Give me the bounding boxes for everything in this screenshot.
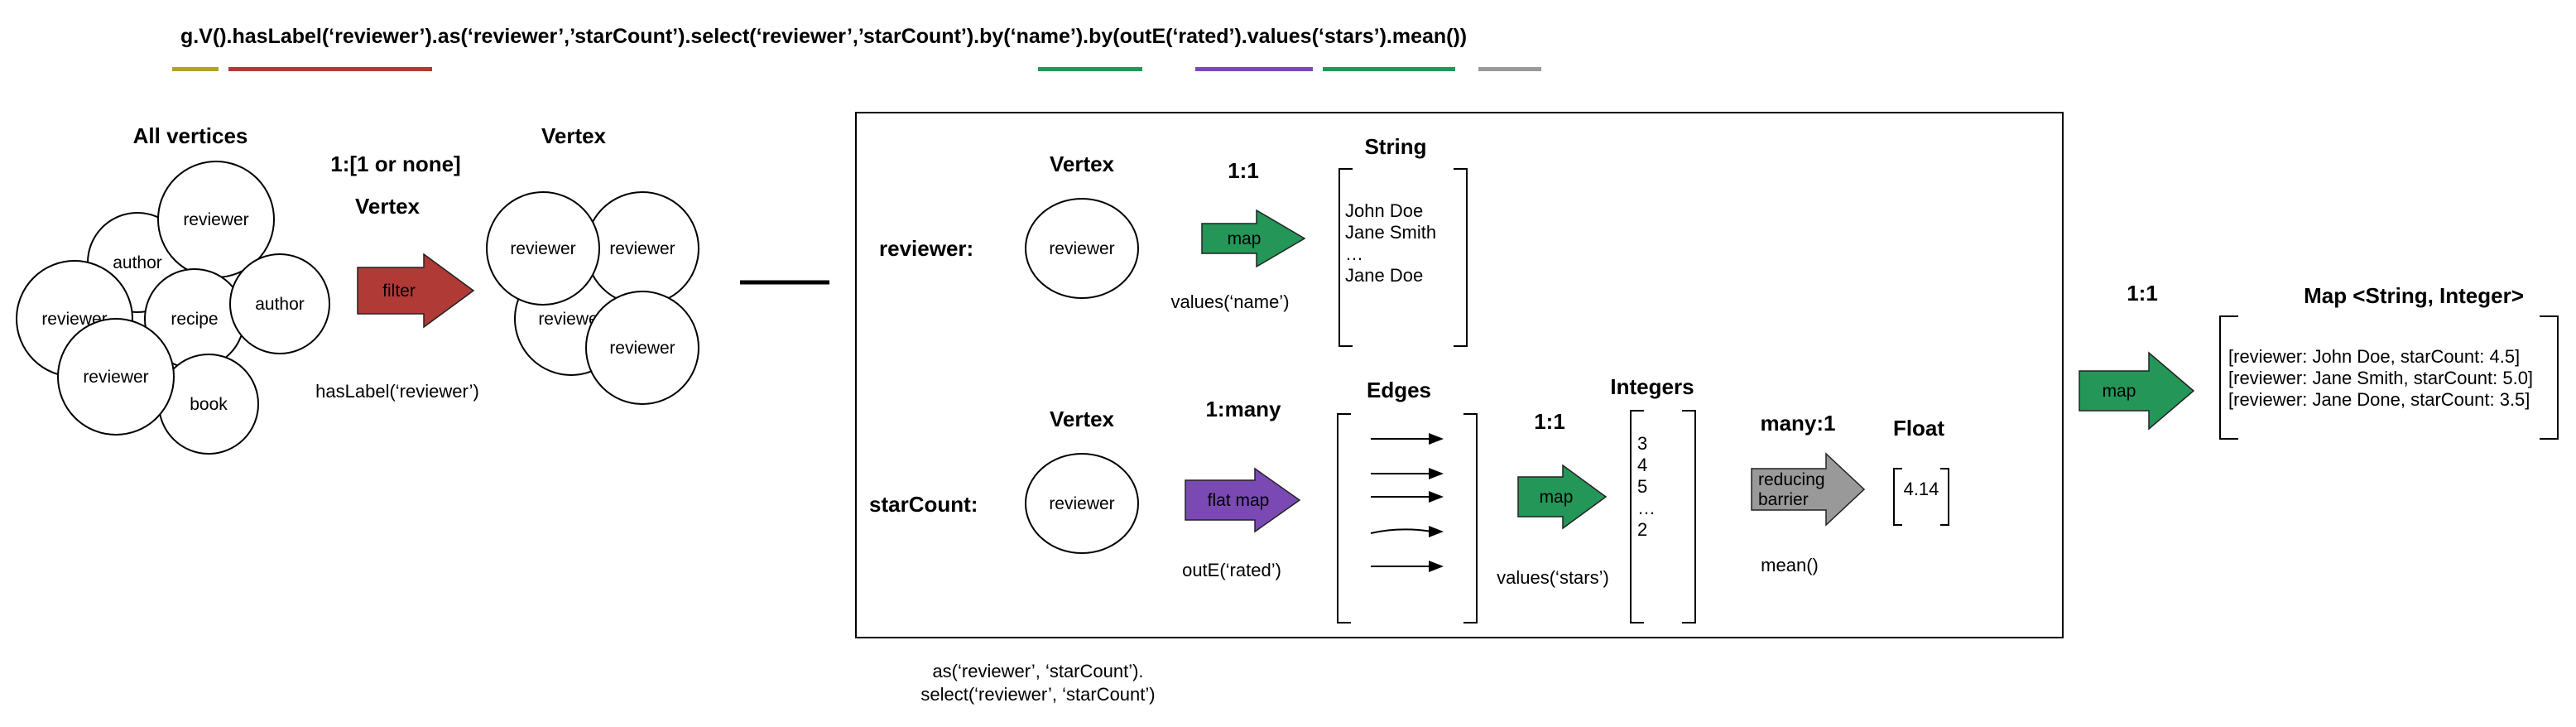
all-vertices-cluster: author reviewer reviewer recipe author b… [16, 161, 330, 455]
edges-list [1370, 433, 1444, 572]
select-caption: as(‘reviewer’, ‘starCount’). [932, 661, 1143, 681]
vertex-label: author [255, 295, 305, 314]
vertex-node [229, 253, 330, 354]
edge-arrow [1370, 528, 1433, 534]
map-entry: [reviewer: Jane Done, starCount: 3.5] [2228, 389, 2530, 410]
vertex-node [57, 318, 175, 436]
underline-red [228, 67, 432, 71]
underline-green-1 [1038, 67, 1142, 71]
string-result: Jane Smith [1345, 222, 1436, 243]
gremlin-query: g.V().hasLabel(‘reviewer’).as(‘reviewer’… [180, 25, 1467, 48]
reducing-barrier-label: barrier [1758, 490, 1809, 509]
vertex-label: recipe [171, 310, 218, 329]
map-bracket [2219, 315, 2559, 440]
filtered-vertices-heading: Vertex [541, 123, 607, 148]
filter-arrow [357, 253, 475, 329]
edge-arrowhead [1429, 468, 1444, 479]
edge-arrowhead [1429, 491, 1444, 503]
float-heading: Float [1893, 416, 1944, 441]
edges-heading: Edges [1367, 378, 1431, 402]
underline-olive [172, 67, 219, 71]
reviewer-vertex-heading: Vertex [1050, 152, 1115, 176]
vertex-node [585, 291, 699, 405]
vertex-label: reviewer [609, 239, 675, 258]
edge-arrowhead [1429, 526, 1444, 537]
output-map-label: map [2103, 382, 2136, 401]
filter-step: hasLabel(‘reviewer’) [315, 381, 479, 402]
values-map-arrow [1517, 464, 1608, 530]
values-cardinality: 1:1 [1534, 409, 1565, 434]
filtered-vertices-cluster: reviewer reviewer reviewer reviewer [486, 191, 699, 405]
integer-value: … [1637, 498, 1656, 518]
string-result: … [1345, 243, 1363, 264]
reviewer-map-arrow [1201, 209, 1306, 268]
select-caption: select(‘reviewer’, ‘starCount’) [920, 684, 1155, 705]
flatmap-cardinality: 1:many [1205, 397, 1281, 421]
string-bracket [1338, 168, 1468, 347]
reviewer-row-label: reviewer: [879, 236, 973, 261]
vertex-label: reviewer [83, 368, 148, 387]
query-underlines [172, 67, 1541, 71]
vertex-label: reviewer [609, 339, 675, 358]
map-entry: [reviewer: Jane Smith, starCount: 5.0] [2228, 368, 2533, 388]
filter-arrow-label: filter [382, 282, 416, 301]
integers-heading: Integers [1610, 374, 1694, 399]
vertex-label: book [190, 395, 228, 414]
vertex-label: reviewer [183, 210, 248, 229]
edges-bracket [1337, 413, 1478, 623]
starcount-row-label: starCount: [869, 492, 978, 517]
underline-gray [1478, 67, 1541, 71]
flatmap-arrow [1185, 467, 1301, 533]
output-map-arrow [2079, 351, 2195, 431]
flatmap-step: outE(‘rated’) [1182, 560, 1281, 580]
integer-value: 4 [1637, 455, 1647, 475]
float-bracket [1893, 468, 1949, 526]
string-result: John Doe [1345, 200, 1423, 221]
flatmap-label: flat map [1208, 491, 1270, 510]
all-vertices-heading: All vertices [133, 123, 248, 148]
integer-value: 3 [1637, 433, 1647, 454]
reviewer-cardinality: 1:1 [1228, 158, 1259, 183]
values-map-label: map [1540, 488, 1574, 507]
map-entry: [reviewer: John Doe, starCount: 4.5] [2228, 346, 2520, 367]
vertex-label: reviewer [1049, 239, 1114, 258]
output-cardinality: 1:1 [2127, 281, 2158, 306]
select-box [855, 112, 2064, 638]
edge-arrowhead [1429, 433, 1444, 445]
integer-value: 2 [1637, 519, 1647, 540]
filter-cardinality: 1:[1 or none] [330, 152, 460, 176]
vertex-node [486, 191, 600, 306]
filter-type-label: Vertex [355, 194, 421, 219]
vertex-label: reviewer [510, 239, 575, 258]
starcount-vertex-heading: Vertex [1050, 407, 1115, 431]
integer-value: 5 [1637, 476, 1647, 497]
vertex-label: reviewer [538, 310, 603, 329]
reviewer-vertex-node [1025, 198, 1139, 299]
starcount-vertex-node [1025, 453, 1139, 554]
string-result: Jane Doe [1345, 265, 1423, 286]
reducing-barrier-label: reducing [1758, 470, 1825, 489]
vertex-label: reviewer [1049, 494, 1114, 513]
reduce-step: mean() [1761, 555, 1819, 575]
integers-bracket [1630, 410, 1696, 623]
string-heading: String [1364, 134, 1426, 159]
reduce-cardinality: many:1 [1760, 411, 1835, 436]
reviewer-map-step: values(‘name’) [1170, 291, 1289, 312]
underline-purple [1195, 67, 1313, 71]
reducing-barrier-arrow [1751, 452, 1866, 527]
vertex-label: author [113, 253, 162, 272]
edge-arrowhead [1429, 561, 1444, 572]
reviewer-map-label: map [1228, 229, 1262, 248]
underline-green-2 [1323, 67, 1455, 71]
map-heading: Map <String, Integer> [2304, 283, 2524, 308]
float-value: 4.14 [1904, 479, 1939, 499]
values-map-step: values(‘stars’) [1497, 567, 1609, 588]
